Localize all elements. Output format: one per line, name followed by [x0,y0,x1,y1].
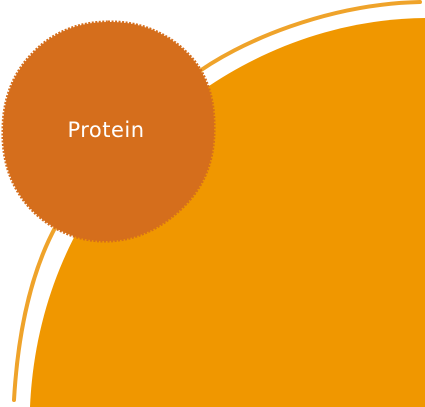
quarter-disc [30,18,425,407]
badge-label: Protein [67,118,145,142]
badge-circle [1,20,216,243]
outline-ring [188,0,422,80]
outline-ring-lower [12,224,58,402]
